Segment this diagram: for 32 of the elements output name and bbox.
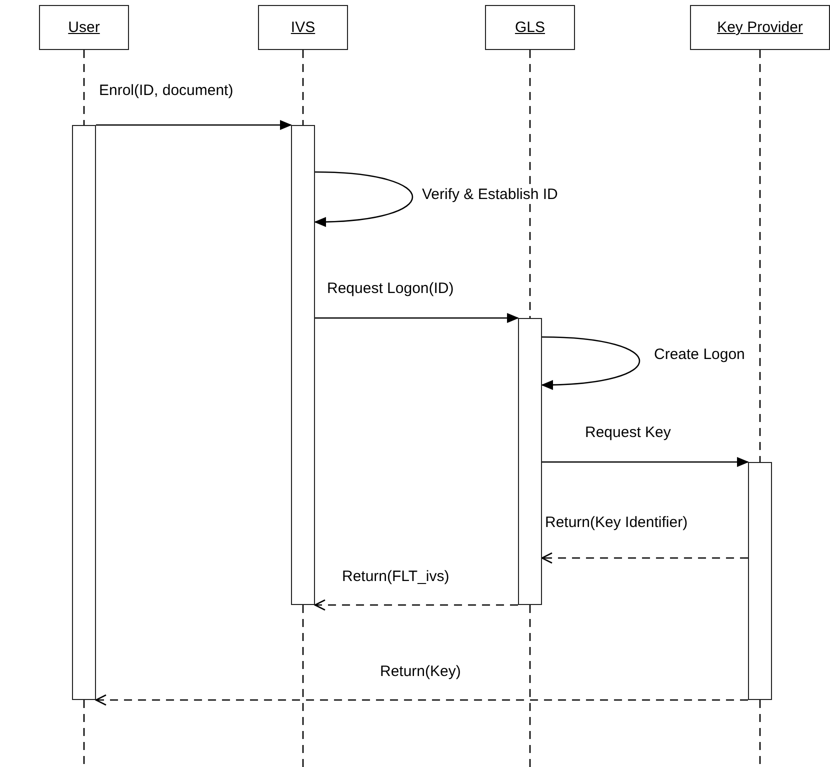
lifeline [302,50,304,125]
self-message-arrow [314,171,413,227]
participant-box [690,5,830,50]
message-label: Request Key [583,424,673,441]
participant-box [258,5,348,50]
lifeline [759,50,761,462]
participant-box [485,5,575,50]
message-label: Enrol(ID, document) [97,82,236,99]
participant-name: GLS [514,19,545,36]
message-arrow [315,313,519,323]
message-label: Request Logon(ID) [325,280,456,297]
message-label: Return(Key) [378,663,463,680]
message-label: Return(FLT_ivs) [340,568,452,585]
activation-bar [72,125,96,700]
participant-name: IVS [290,19,316,36]
message-label: Return(Key Identifier) [543,514,690,531]
lifeline [529,50,531,318]
message-arrow [96,120,292,130]
message-arrow [541,552,748,564]
lifeline [83,50,85,125]
participant-name: User [68,19,100,36]
message-arrow [314,599,518,611]
activation-bar [291,125,315,605]
participant-box [39,5,129,50]
message-arrow [95,694,748,706]
self-message-arrow [541,336,640,390]
participant-name: Key Provider [717,19,803,36]
message-label: Create Logon [652,346,747,363]
message-label: Verify & Establish ID [420,186,560,203]
message-arrow [542,457,749,467]
activation-bar [518,318,542,605]
activation-bar [748,462,772,700]
